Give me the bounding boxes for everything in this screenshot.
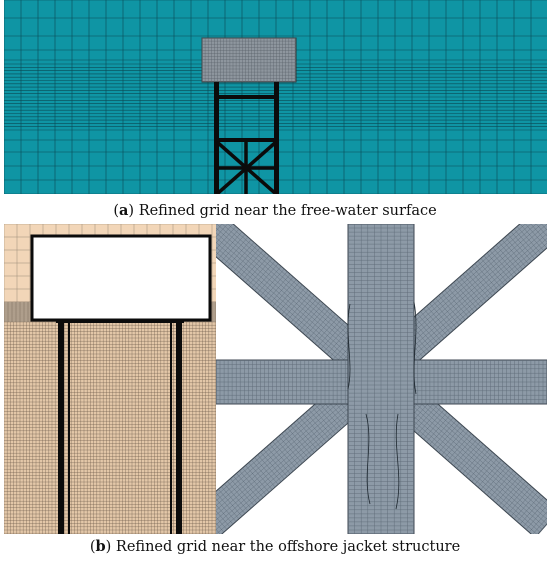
panel-a-caption-text: Refined grid near the free-water surface (138, 203, 437, 219)
panel-b-right-image (216, 224, 547, 534)
panel-b-caption: (b) Refined grid near the offshore jacke… (89, 538, 461, 555)
leg-right-inner (170, 320, 172, 534)
jacket-brace-top (214, 95, 279, 99)
deck-section (30, 234, 212, 322)
panel-a-caption: (a) Refined grid near the free-water sur… (113, 202, 437, 219)
weld-seams (347, 301, 417, 510)
panel-b-caption-text: Refined grid near the offshore jacket st… (115, 539, 461, 555)
lower-region (4, 322, 216, 534)
jacket-surface-mesh (216, 224, 547, 534)
deck-underside (56, 320, 184, 323)
jacket-section-grid (4, 224, 216, 534)
free-surface-grid (4, 0, 547, 194)
panel-b-left-image (4, 224, 216, 534)
leg-left (58, 320, 64, 534)
main-leg-vertical (347, 224, 415, 534)
deck-mesh (201, 37, 296, 82)
lower-fine-mesh (4, 321, 216, 534)
leg-left-inner (68, 320, 70, 534)
jacket-brace-middle (214, 138, 279, 142)
jacket-x-bracing (215, 140, 278, 194)
panel-a-image (4, 0, 547, 194)
panel-b-letter: b (95, 538, 106, 555)
leg-right (176, 320, 182, 534)
deck-block (201, 37, 297, 83)
panel-a-letter: a (119, 202, 129, 219)
